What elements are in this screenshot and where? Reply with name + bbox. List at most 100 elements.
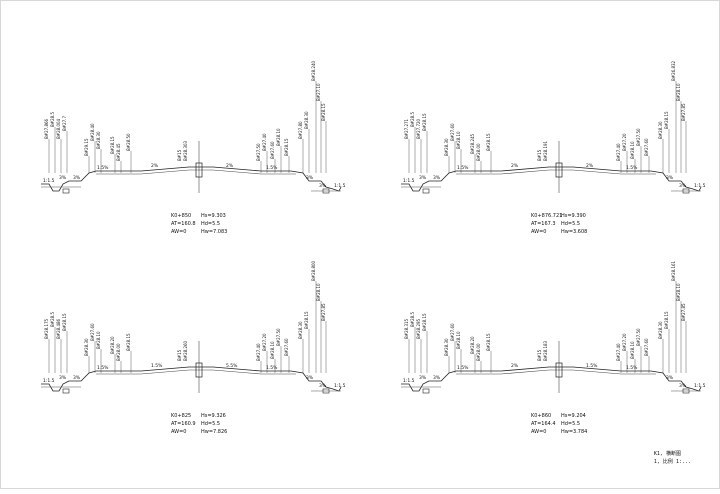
height-info: Hs=9.204	[561, 413, 586, 419]
station-info: AW=0	[531, 429, 546, 435]
elevation-annotation: B#28.10	[316, 283, 321, 301]
road-profile	[41, 366, 342, 392]
slope-label: 3%	[73, 175, 81, 181]
elevation-annotation: B#28.175	[44, 318, 49, 339]
road-profile	[401, 166, 702, 192]
elevation-annotation: B#27.40	[256, 343, 261, 361]
slope-label: 3%	[319, 383, 327, 389]
slope-label: 1:1.5	[694, 183, 706, 189]
elevation-annotation: B#28.15	[304, 311, 309, 329]
elevation-annotation: B#27.50	[276, 328, 281, 346]
slope-label: 1:1.5	[334, 383, 346, 389]
elevation-annotation: B#27.60	[450, 323, 455, 341]
station-info: K0+825	[171, 413, 191, 419]
elevation-annotation: B#28.10	[676, 83, 681, 101]
slope-label: 1.5%	[97, 365, 109, 371]
elevation-annotation: B#28.15	[422, 313, 427, 331]
slope-label: 3%	[306, 375, 314, 381]
elevation-annotation: B#27.20	[262, 333, 267, 351]
elevation-annotation: B#28.00	[476, 143, 481, 161]
elevation-annotation: B#28.50	[126, 133, 131, 151]
elevation-annotation: B#27.20	[622, 333, 627, 351]
elevation-annotation: B#27.866	[44, 118, 49, 139]
centre-annotation: B#15	[537, 349, 542, 361]
elevation-annotation: B#28.5	[410, 112, 415, 127]
elevation-annotation: B#28.004	[56, 118, 61, 139]
elevation-annotation: B#28.10	[456, 331, 461, 349]
centre-annotation: B#28.191	[543, 140, 548, 161]
slope-label: 1.5%	[626, 165, 638, 171]
slope-label: 1.5%	[626, 365, 638, 371]
elevation-annotation: B#28.00	[476, 343, 481, 361]
slope-label: 1:1.5	[334, 183, 346, 189]
left-ditch	[422, 188, 430, 194]
elevation-annotation: B#27.40	[262, 133, 267, 151]
elevation-annotation: B#28.15	[664, 111, 669, 129]
station-info: K0+860	[531, 413, 551, 419]
elevation-annotation: B#26.832	[671, 60, 676, 81]
left-ditch	[62, 188, 70, 194]
elevation-annotation: B#28.15	[110, 136, 115, 154]
slope-label: 3%	[319, 183, 327, 189]
station-info: AT=164.4	[531, 421, 556, 427]
elevation-annotation: B#28.10	[276, 128, 281, 146]
elevation-annotation: B#27.50	[636, 328, 641, 346]
centre-annotation: B#15	[537, 149, 542, 161]
height-info: Hw=7.083	[201, 229, 227, 235]
slope-label: 2%	[511, 163, 519, 169]
slope-label: 2%	[511, 363, 519, 369]
elevation-annotation: B#28.5	[50, 312, 55, 327]
slope-label: 3%	[59, 175, 67, 181]
elevation-annotation: B#27.85	[321, 303, 326, 321]
elevation-annotation: B#28.30	[444, 338, 449, 356]
elevation-annotation: B#28.10	[270, 341, 275, 359]
left-ditch	[62, 388, 70, 394]
height-info: Hs=9.326	[201, 413, 226, 419]
elevation-annotation: B#27.80	[298, 121, 303, 139]
height-info: Hw=7.826	[201, 429, 227, 435]
height-info: Hd=5.5	[201, 221, 220, 227]
elevation-annotation: B#28.30	[658, 321, 663, 339]
centre-annotation: B#28.260	[183, 340, 188, 361]
elevation-annotation: B#28.30	[298, 321, 303, 339]
pavement-layer-line	[456, 369, 656, 375]
slope-label: 1.5%	[586, 363, 598, 369]
height-info: Hd=5.5	[201, 421, 220, 427]
slope-label: 1.5%	[457, 165, 469, 171]
station-info: K0+850	[171, 213, 191, 219]
elevation-annotation: B#27.50	[636, 128, 641, 146]
elevation-annotation: B#27.85	[681, 103, 686, 121]
elevation-annotation: B#28.15	[62, 313, 67, 331]
road-profile	[41, 166, 342, 192]
slope-label: 3%	[433, 375, 441, 381]
slope-label: 3%	[679, 183, 687, 189]
elevation-annotation: B#28.10	[456, 131, 461, 149]
elevation-annotation: B#28.15	[321, 103, 326, 121]
elevation-annotation: B#28.30	[658, 121, 663, 139]
slope-label: 1.5%	[266, 365, 278, 371]
slope-label: 2%	[226, 163, 234, 169]
right-ditch	[682, 188, 690, 194]
elevation-annotation: B#27.60	[270, 141, 275, 159]
height-info: Hd=5.5	[561, 221, 580, 227]
elevation-annotation: B#28.45	[116, 143, 121, 161]
right-ditch	[322, 388, 330, 394]
elevation-annotation: B#28.20	[110, 336, 115, 354]
elevation-annotation: B#28.315	[404, 318, 409, 339]
elevation-annotation: B#28.10	[630, 341, 635, 359]
elevation-annotation: B#28.20	[470, 336, 475, 354]
elevation-annotation: B#27.20	[622, 133, 627, 151]
elevation-annotation: B#28.15	[486, 333, 491, 351]
slope-label: 1:1.5	[43, 378, 55, 384]
station-info: AT=160.9	[171, 421, 196, 427]
elevation-annotation: B#28.15	[486, 133, 491, 151]
elevation-annotation: B#28.161	[671, 260, 676, 281]
station-info: AW=0	[531, 229, 546, 235]
slope-label: 5.5%	[226, 363, 238, 369]
height-info: Hw=3.608	[561, 229, 587, 235]
centre-annotation: B#28.303	[183, 140, 188, 161]
station-info: AW=0	[171, 429, 186, 435]
elevation-annotation: B#29.15	[84, 138, 89, 156]
elevation-annotation: B#28.15	[664, 311, 669, 329]
